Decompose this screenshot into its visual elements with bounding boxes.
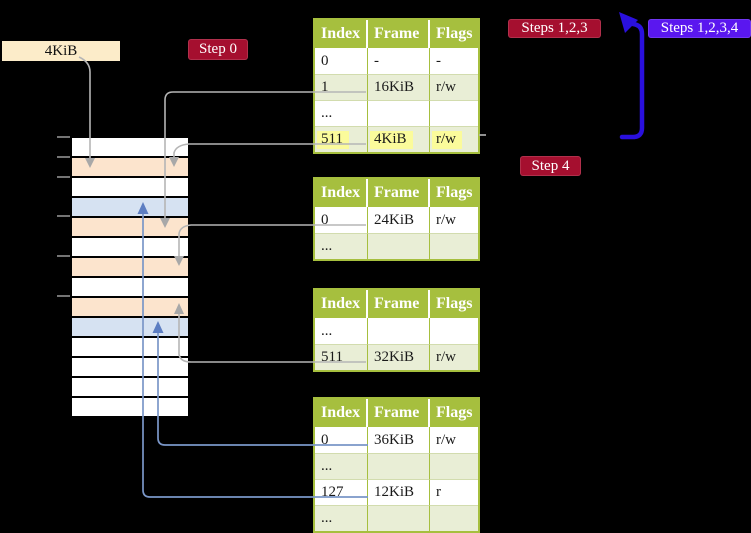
memory-row-44kib: [72, 358, 188, 378]
table-cell: 12KiB: [368, 479, 430, 505]
table-cell: [430, 100, 478, 126]
table-cell: [430, 318, 478, 344]
highlighted-value: 4KiB: [370, 130, 413, 149]
table-cell: 127: [315, 479, 368, 505]
table-cell: r/w: [430, 344, 478, 370]
table-cell: 0: [315, 207, 368, 233]
memory-row-16kib: [72, 218, 188, 238]
column-header-frame: Frame: [368, 20, 430, 48]
column-header-frame: Frame: [368, 290, 430, 318]
memory-row-8kib: [72, 178, 188, 198]
table-cell: 36KiB: [368, 427, 430, 453]
column-header-index: Index: [315, 290, 368, 318]
memory-row-0kib: [72, 138, 188, 158]
table-cell: 32KiB: [368, 344, 430, 370]
memory-row-36kib: [72, 318, 188, 338]
table-row: 0--: [315, 48, 478, 74]
table-cell: [430, 453, 478, 479]
table-cell: 511: [315, 344, 368, 370]
table-cell: ...: [315, 318, 368, 344]
table-row: ...: [315, 233, 478, 259]
column-header-index: Index: [315, 179, 368, 207]
highlighted-value: r/w: [432, 130, 462, 149]
column-header-frame: Frame: [368, 399, 430, 427]
table-cell: r: [430, 479, 478, 505]
table-cell: r/w: [430, 74, 478, 100]
memory-row-28kib: [72, 278, 188, 298]
column-header-flags: Flags: [436, 25, 473, 42]
table-cell: ...: [315, 453, 368, 479]
column-header-frame: Frame: [368, 179, 430, 207]
table-cell: [368, 100, 430, 126]
table-cell: r/w: [436, 431, 456, 448]
step-4-badge: Step 4: [520, 156, 581, 176]
table-cell: [368, 318, 430, 344]
table-row: 511 4KiB r/w: [315, 126, 478, 152]
column-header-flags: Flags: [436, 295, 473, 312]
table-cell: [368, 233, 430, 259]
highlighted-value: 511: [317, 130, 349, 149]
memory-row-48kib: [72, 378, 188, 398]
table-cell: 4KiB: [368, 126, 430, 152]
memory-stack: [70, 136, 190, 418]
table-row: ...: [315, 100, 478, 126]
loop-arrow-steps: [619, 12, 645, 140]
table-cell: [368, 505, 430, 531]
column-header-flags: Flags: [436, 184, 473, 201]
memory-row-52kib: [72, 398, 188, 418]
memory-row-24kib: [72, 258, 188, 278]
table-cell: 511: [315, 126, 368, 152]
step-0-badge: Step 0: [188, 39, 248, 60]
table-row: ...: [315, 505, 478, 531]
table-cell: 24KiB: [368, 207, 430, 233]
memory-tick-marks: [57, 136, 70, 297]
memory-row-12kib: [72, 198, 188, 218]
table-row: ...: [315, 318, 478, 344]
steps-1-2-3-4-badge: Steps 1,2,3,4: [648, 19, 751, 38]
memory-row-40kib: [72, 338, 188, 358]
table-cell: 0: [315, 48, 368, 74]
steps-1-2-3-badge: Steps 1,2,3: [508, 19, 601, 38]
table-cell: 16KiB: [368, 74, 430, 100]
table-cell: 1: [315, 74, 368, 100]
table-cell: r/w: [430, 126, 478, 152]
table-cell: ...: [315, 505, 368, 531]
memory-row-32kib: [72, 298, 188, 318]
table-cell: -: [368, 48, 430, 74]
table-cell: ...: [315, 233, 368, 259]
table-cell: r/w: [436, 211, 456, 228]
table-cell: -: [436, 52, 441, 69]
table-cell: [368, 453, 430, 479]
column-header-index: Index: [315, 20, 368, 48]
column-header-index: Index: [315, 399, 368, 427]
memory-row-20kib: [72, 238, 188, 258]
table-cell: 0: [315, 427, 368, 453]
memory-row-4kib: [72, 158, 188, 178]
column-header-flags: Flags: [436, 404, 473, 421]
table-row: ...: [315, 453, 478, 479]
table-cell: [430, 233, 478, 259]
table-cell: [430, 505, 478, 531]
frame-size-label: 4KiB: [2, 41, 120, 61]
table-cell: ...: [315, 100, 368, 126]
